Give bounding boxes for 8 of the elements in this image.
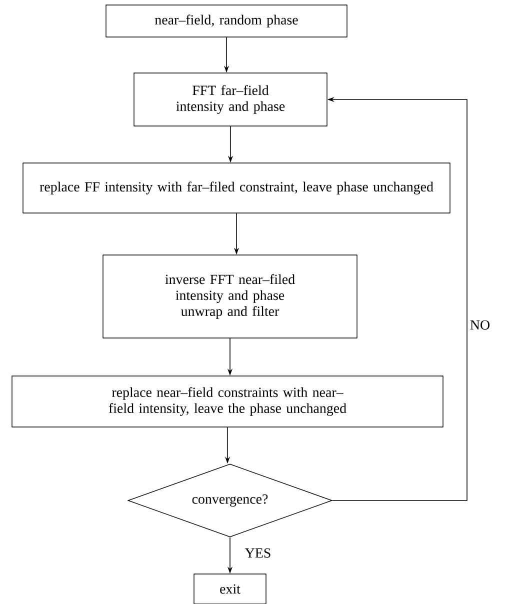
process-box: FFT far–field intensity and phase — [134, 72, 328, 126]
edge-label: YES — [244, 547, 272, 559]
process-box: near–field, random phase — [106, 4, 348, 38]
process-box: inverse FFT near–filed intensity and phase unwrap and filter — [102, 254, 358, 338]
edge-label: NO — [468, 319, 492, 331]
process-box: replace near–field constraints with near–field intensity, leave the phase unchanged — [12, 376, 444, 428]
process-box: exit — [194, 574, 266, 604]
process-box: replace FF intensity with far–filed constraint, leave phase unchanged — [22, 162, 450, 214]
